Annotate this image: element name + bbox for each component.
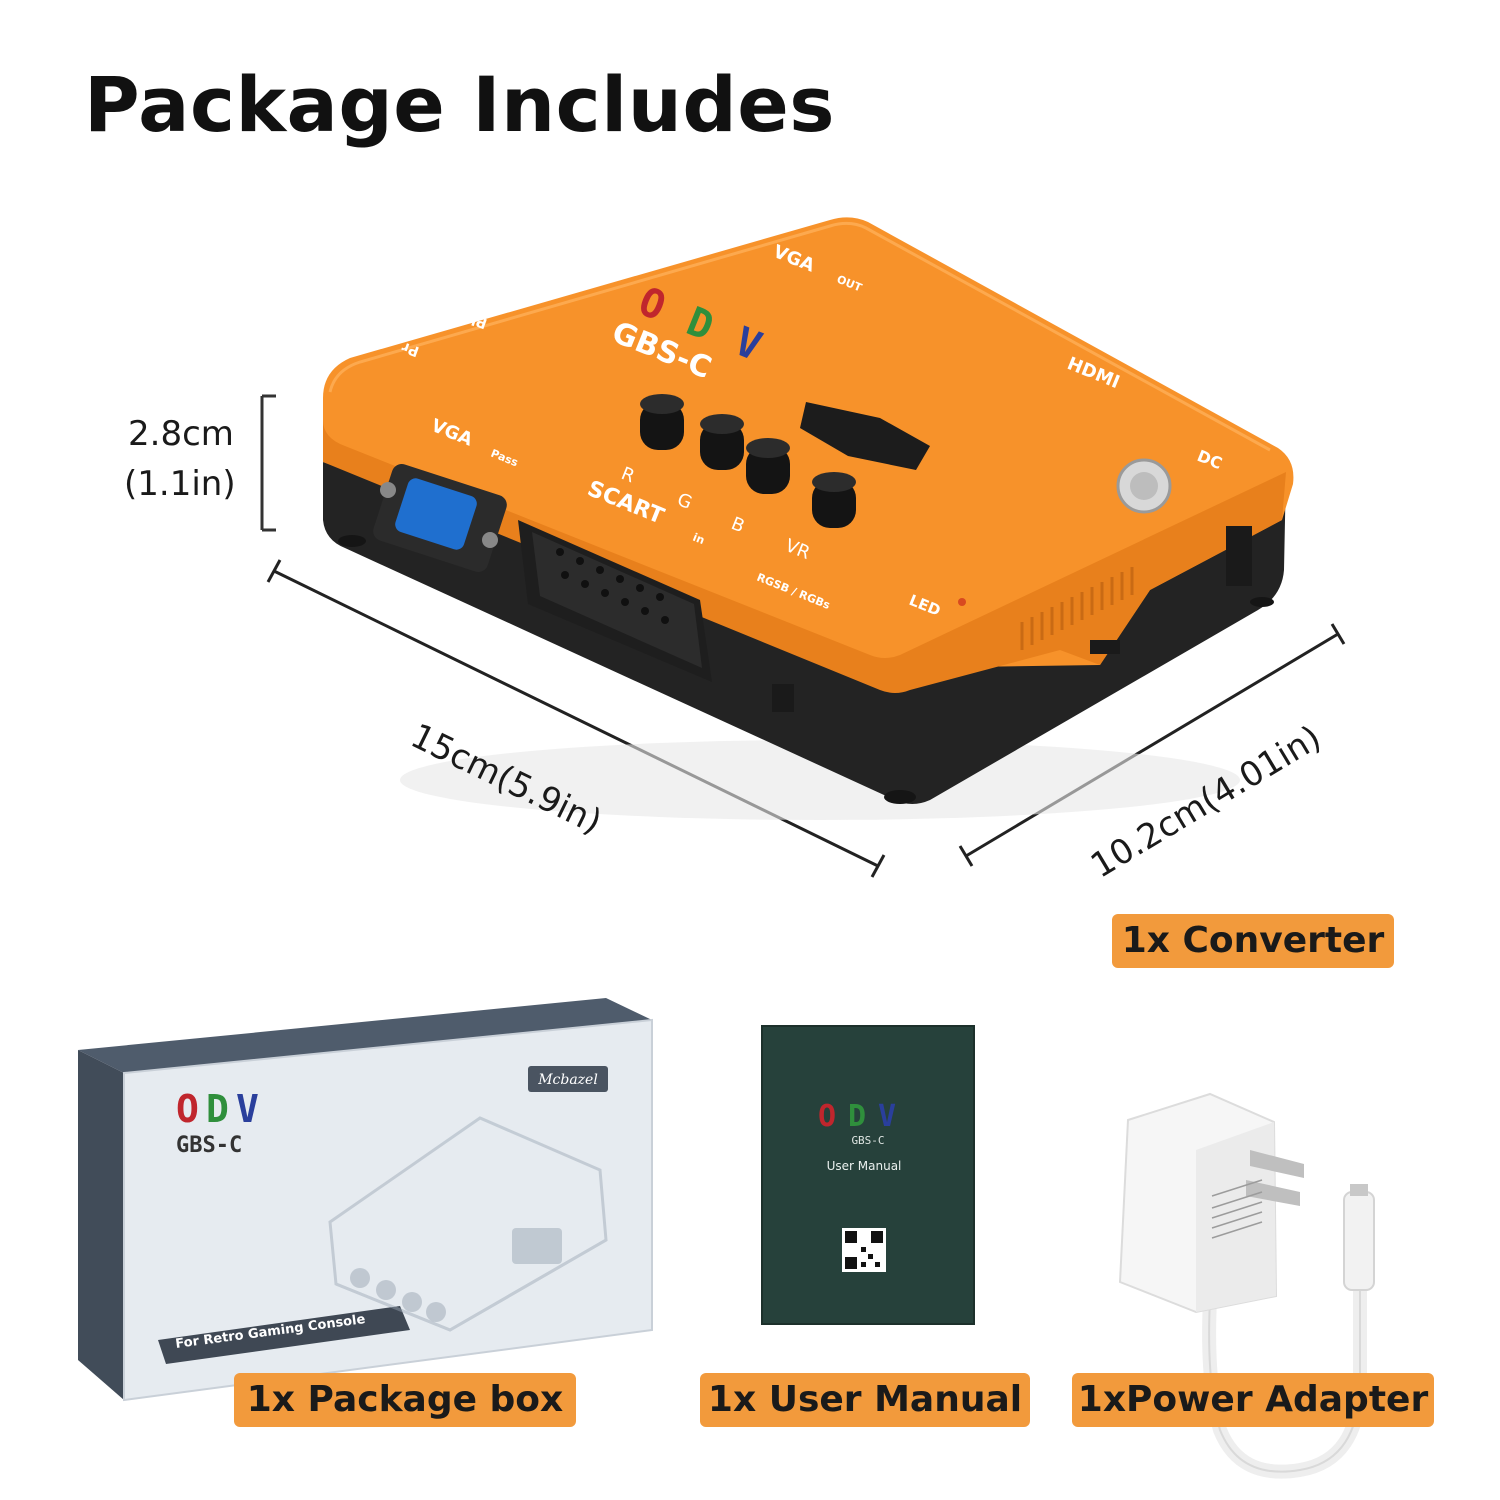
manual-title: User Manual	[827, 1159, 902, 1173]
width-dimension-line	[958, 623, 1346, 867]
label-l: L	[633, 229, 647, 247]
qr-code	[842, 1228, 886, 1272]
manual-logo-v: V	[878, 1099, 896, 1134]
height-in-label: (1.1in)	[124, 464, 236, 504]
user-manual: O D V GBS-C User Manual	[761, 1025, 975, 1325]
label-pr: Pr	[400, 338, 422, 359]
box-logo-v: V	[236, 1087, 259, 1131]
manual-logo-d: D	[848, 1099, 866, 1134]
label-pb: Pb	[465, 309, 490, 331]
power-adapter	[1118, 1092, 1375, 1479]
label-y: Y	[526, 284, 543, 303]
power-adapter-badge: 1xPower Adapter	[1072, 1373, 1434, 1427]
user-manual-badge: 1x User Manual	[700, 1373, 1030, 1427]
converter-badge: 1x Converter	[1112, 914, 1394, 968]
converter-device: VGA OUT HDMI DC LED L R Y Pb Pr VGA Pass…	[323, 217, 1294, 820]
height-dimension	[260, 394, 276, 532]
box-model: GBS-C	[176, 1133, 242, 1158]
manual-logo-o: O	[818, 1099, 836, 1134]
box-logo-d: D	[206, 1087, 229, 1131]
label-r: R	[582, 254, 598, 273]
page-title: Package Includes	[84, 60, 836, 149]
height-cm-label: 2.8cm	[128, 414, 234, 454]
package-box: Mcbazel O D V GBS-C For Retro Gaming Con…	[78, 998, 653, 1402]
box-logo-o: O	[176, 1087, 199, 1131]
manual-model: GBS-C	[851, 1134, 884, 1147]
package-box-badge: 1x Package box	[234, 1373, 576, 1427]
label-scart-sub: in	[691, 531, 707, 547]
box-brand: Mcbazel	[537, 1072, 598, 1088]
